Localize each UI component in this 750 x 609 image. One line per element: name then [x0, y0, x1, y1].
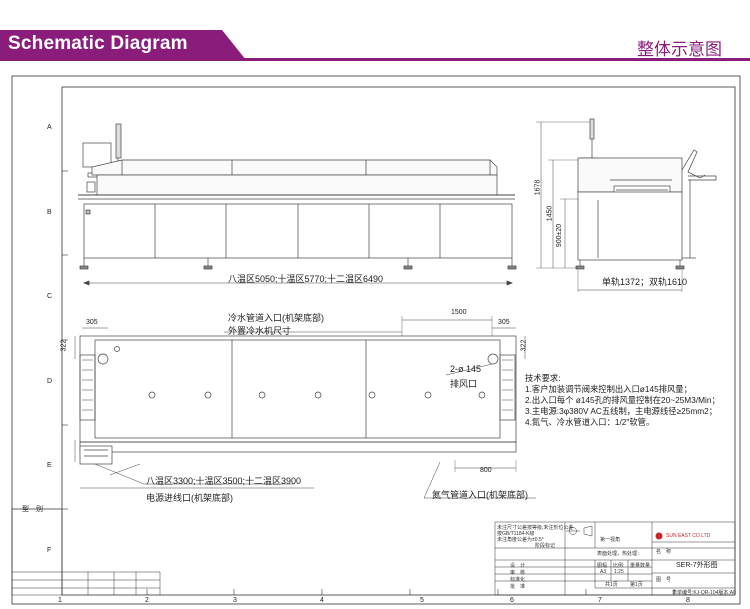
page-header: Schematic Diagram 整体示意图: [0, 0, 750, 62]
side-rail-note: 单轨1372；双轨1610: [602, 277, 688, 287]
technical-notes: 技术要求: 1.客户加装调节阀来控制出入口ø145排风量； 2.出入口每个 ø1…: [525, 373, 720, 428]
company-name: SUN EAST CO.LTD: [666, 533, 711, 539]
role-row: 批 准: [510, 584, 526, 590]
top-dim-322-top: 322: [60, 339, 68, 352]
col-label-4: 4: [320, 597, 324, 604]
top-view: [74, 316, 536, 499]
top-dim-305-left: 305: [86, 319, 98, 326]
drawing-no-label: 图 号: [656, 577, 672, 583]
format-value: A3: [600, 569, 607, 575]
header-title-cn: 整体示意图: [637, 40, 722, 59]
top-length-note: 八温区3300;十温区3500;十二温区3900: [146, 476, 302, 486]
role-row: 标准化: [510, 577, 526, 583]
exhaust-label: 排风口: [450, 379, 478, 389]
col-ticks: [146, 589, 675, 595]
col-label-5: 5: [420, 597, 424, 604]
top-dim-322-right: 322: [520, 339, 528, 352]
col-head: 数量: [640, 563, 651, 569]
header-tab: [0, 30, 246, 60]
chiller-size-label: 外置冷水机尺寸: [228, 326, 292, 336]
header-underline: [0, 34, 750, 61]
angle-label: 第一视角: [600, 537, 621, 543]
tolerance-note: 未注角度公差为±0.5°: [497, 537, 544, 543]
header-title-en: Schematic Diagram: [8, 33, 188, 54]
signal-tower: [115, 123, 122, 159]
row-label-f: F: [47, 547, 52, 554]
note-item: 4.氮气、冷水管道入口：1/2"软管。: [525, 417, 655, 427]
top-dim-1500: 1500: [451, 309, 467, 316]
finish-label: 表面处理，热处理：: [597, 551, 643, 557]
row-label-a: A: [47, 124, 52, 131]
front-length-note: 八温区5050;十温区5770;十二温区6490: [228, 274, 384, 284]
exhaust-size-label: 2-ø 145: [450, 364, 482, 374]
title-block: [11, 508, 736, 596]
tolerance-note: 未注尺寸公差按等级,未注形位公差: [497, 525, 574, 531]
cooling-inlet-label: 冷水管道入口(机架底部): [228, 313, 324, 323]
name-label: 名 称: [656, 549, 672, 555]
col-label-3: 3: [233, 597, 237, 604]
exhaust-right: [487, 353, 499, 365]
row-label-c: C: [47, 293, 53, 300]
row-label-e: E: [47, 462, 52, 469]
outer-frame: [11, 75, 741, 605]
power-inlet-label: 电源进线口(机架底部): [146, 493, 233, 503]
col-label-7: 7: [598, 597, 602, 604]
note-item: 2.出入口每个 ø145孔的排风量控制在20~25M3/Min；: [525, 395, 720, 405]
col-label-8: 8: [686, 597, 690, 604]
exhaust-left: [97, 353, 109, 365]
sheets-total: 共1页: [605, 582, 618, 588]
col-label-1: 1: [58, 597, 62, 604]
note-item: 3.主电源:3φ380V AC五线制，主电源线径≥25mm2；: [525, 406, 718, 416]
role-row: 审 核: [510, 570, 526, 576]
row-label-d: D: [47, 378, 53, 385]
role-row: 设 计: [510, 563, 526, 569]
scale-value: 1:25: [614, 569, 624, 575]
side-dim-1678: 1678: [534, 179, 542, 196]
note-item: 1.客户加装调节阀来控制出入口ø145排风量；: [525, 384, 692, 394]
drawing-name: SER-7外形图: [676, 562, 718, 569]
inner-frame: [61, 86, 736, 596]
col-label-2: 2: [145, 597, 149, 604]
col-head: 比例: [613, 563, 624, 569]
hood: [91, 159, 498, 176]
top-body: [79, 335, 517, 443]
col-head: 图幅: [597, 563, 608, 569]
company-logo: [655, 532, 663, 540]
side-view: [536, 118, 717, 292]
top-dim-800: 800: [480, 467, 492, 474]
sheet-no: 第1页: [630, 582, 643, 588]
row-label-b: B: [47, 209, 52, 216]
monitor: [82, 142, 112, 168]
form-number: 表单编号:KJ-QR-104版本:A0: [672, 590, 736, 596]
control-box: [79, 445, 113, 465]
col-label-6: 6: [510, 597, 514, 604]
col-head: 重量: [630, 563, 641, 569]
stage-mark: 阶段标记: [535, 543, 556, 549]
notes-title: 技术要求:: [525, 373, 561, 383]
front-view: [78, 123, 517, 286]
type-label: 型 别: [22, 506, 43, 513]
tolerance-note: 按GB/T1184-K级: [497, 531, 535, 537]
side-dim-1450: 1450: [546, 205, 554, 222]
side-signal-tower: [589, 118, 595, 140]
side-dim-900: 900±20: [556, 223, 564, 248]
top-dim-305-right: 305: [498, 319, 510, 326]
nitrogen-inlet-label: 氮气管道入口(机架底部): [432, 490, 528, 500]
